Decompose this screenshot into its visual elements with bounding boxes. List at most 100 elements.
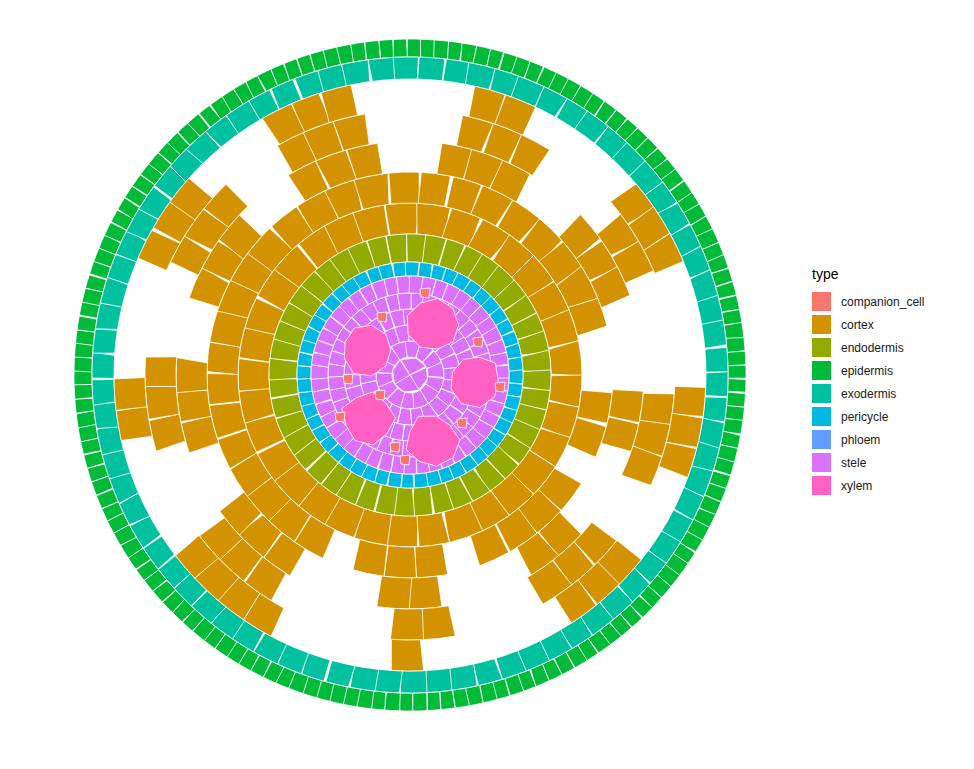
endodermis-cell <box>413 486 433 516</box>
pericycle-cell <box>405 262 419 276</box>
cortex-cell <box>353 540 388 577</box>
exodermis-cell <box>93 403 118 429</box>
legend-row: phloem <box>812 428 924 451</box>
pericycle-cell <box>508 357 523 372</box>
epidermis-cell <box>379 39 394 58</box>
pericycle-cell <box>507 383 523 397</box>
cortex-cell <box>239 388 275 424</box>
exodermis-cell <box>393 57 418 79</box>
companion-cell <box>495 382 505 392</box>
epidermis-cell <box>351 42 367 62</box>
exodermis-cell <box>368 57 395 81</box>
companion-cell <box>457 418 467 428</box>
cortex-cell <box>377 576 412 609</box>
cortex-cell <box>176 358 208 393</box>
pericycle-cell <box>418 262 432 278</box>
cortex-cell <box>207 342 240 374</box>
epidermis-cell <box>427 692 441 711</box>
stele-cell <box>397 293 411 310</box>
legend-swatch <box>812 453 831 472</box>
cortex-cell <box>149 414 186 451</box>
legend-row: cortex <box>812 313 924 336</box>
epidermis-cell <box>727 351 746 366</box>
epidermis-cell <box>726 338 745 353</box>
epidermis-cell <box>440 690 455 709</box>
legend-swatch <box>812 315 831 334</box>
epidermis-cell <box>76 411 96 428</box>
epidermis-cell <box>74 357 92 372</box>
xylem-vessel <box>344 325 390 376</box>
legend-swatch <box>812 384 831 403</box>
cortex-cell <box>207 374 240 405</box>
epidermis-cell <box>74 384 93 399</box>
endodermis-cell <box>522 350 552 372</box>
epidermis-cell <box>77 316 97 332</box>
cortex-cell <box>391 639 423 671</box>
legend-text: epidermis <box>841 364 893 378</box>
pericycle-cell <box>388 472 402 488</box>
exodermis-cell <box>95 303 122 330</box>
legend-swatch <box>812 292 831 311</box>
endodermis-cell <box>271 394 303 418</box>
stele-cell <box>376 373 393 388</box>
exodermis-cell <box>690 270 718 303</box>
stele-cell <box>384 277 398 296</box>
exodermis-cell <box>400 671 427 693</box>
companion-cell <box>375 390 385 400</box>
cortex-cell <box>510 135 550 176</box>
legend-swatch <box>812 407 831 426</box>
legend-row: xylem <box>812 474 924 497</box>
epidermis-cell <box>434 40 449 59</box>
epidermis-cell <box>365 41 380 61</box>
cortex-cell <box>567 418 606 458</box>
epidermis-cell <box>76 330 95 346</box>
legend-row: stele <box>812 451 924 474</box>
pericycle-cell <box>401 474 414 488</box>
cortex-cell <box>609 390 644 423</box>
cortex-cell <box>415 544 448 578</box>
legend-text: xylem <box>841 479 872 493</box>
cortex-cell <box>409 576 442 609</box>
cortex-cell <box>659 442 697 477</box>
legend-swatch <box>812 430 831 449</box>
endodermis-cell <box>386 234 407 264</box>
cortex-cell <box>385 203 420 235</box>
exodermis-cell <box>705 372 728 397</box>
cortex-cell <box>672 386 706 416</box>
cortex-cell <box>495 95 536 135</box>
legend-swatch <box>812 361 831 380</box>
exodermis-cell <box>705 347 728 372</box>
cortex-cell <box>470 525 508 566</box>
cortex-cell <box>181 416 219 453</box>
epidermis-cell <box>75 398 94 413</box>
cortex-cell <box>238 359 270 392</box>
exodermis-cell <box>93 329 118 353</box>
cortex-cell <box>549 341 582 376</box>
cortex-cell <box>390 609 423 641</box>
stele-cell <box>395 325 410 343</box>
legend-row: exodermis <box>812 382 924 405</box>
companion-cell <box>343 374 353 384</box>
legend-text: pericycle <box>841 410 888 424</box>
companion-cell <box>377 312 387 322</box>
stele-cell <box>328 376 345 390</box>
xylem-vessel <box>407 299 458 350</box>
exodermis-cell <box>449 664 478 690</box>
pericycle-cell <box>297 365 311 379</box>
legend: typecompanion_cellcortexendodermisepider… <box>812 266 924 497</box>
cortex-cell <box>177 390 212 422</box>
endodermis-cell <box>430 483 454 514</box>
legend-text: endodermis <box>841 341 904 355</box>
epidermis-cell <box>384 692 400 711</box>
epidermis-cell <box>728 365 746 378</box>
stele-cell <box>344 374 361 389</box>
xylem-vessel <box>406 416 460 466</box>
companion-cell <box>420 288 430 298</box>
pericycle-cell <box>297 378 312 392</box>
epidermis-cell <box>728 379 746 393</box>
epidermis-cell <box>399 693 413 711</box>
companion-cell <box>400 455 410 465</box>
exodermis-cell <box>342 60 370 86</box>
cortex-cell <box>321 85 358 123</box>
cortex-cell <box>272 207 314 250</box>
